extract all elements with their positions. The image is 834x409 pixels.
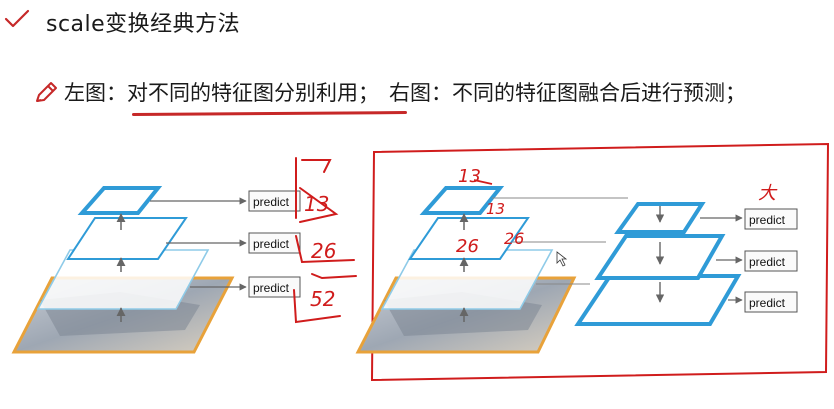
left-predict-box-1: predict <box>248 190 301 212</box>
right-fusion-stack <box>574 202 743 326</box>
predict-label: predict <box>749 255 786 269</box>
section-title: scale变换经典方法 <box>46 12 241 37</box>
left-predict-box-3: predict <box>248 276 301 298</box>
predict-label: predict <box>253 237 290 251</box>
right-annotation-13-side: 13 <box>486 200 505 218</box>
left-predict-boxes: predict predict predict <box>248 190 301 298</box>
subtitle-line: 左图：对不同的特征图分别利用； 右图：不同的特征图融合后进行预测； <box>64 77 746 107</box>
right-annotation-26-left: 26 <box>456 236 479 257</box>
mouse-cursor-icon <box>556 251 568 267</box>
left-annotation-13: 13 <box>304 192 329 216</box>
checkmark-icon <box>4 9 30 28</box>
right-predict-box-3: predict <box>744 291 798 313</box>
right-layer-1 <box>419 186 505 215</box>
fused-layer-3 <box>574 274 742 326</box>
subtitle-left: 左图：对不同的特征图分别利用； <box>64 81 379 105</box>
right-red-frame <box>370 142 830 382</box>
right-layer-2 <box>408 217 530 260</box>
left-annotation-26: 26 <box>311 239 336 263</box>
right-pyramid <box>355 186 628 354</box>
subtitle-right: 右图：不同的特征图融合后进行预测； <box>389 81 746 105</box>
left-predict-box-2: predict <box>248 232 301 254</box>
left-layer-2 <box>66 217 188 260</box>
predict-label: predict <box>253 195 290 209</box>
predict-label: predict <box>749 213 786 227</box>
right-predict-box-2: predict <box>744 250 798 272</box>
right-predict-box-1: predict <box>744 208 798 230</box>
right-predict-boxes: predict predict predict <box>744 208 798 313</box>
right-annotation-13-top: 13 <box>458 166 481 187</box>
pencil-icon <box>36 82 57 102</box>
left-layer-1 <box>77 186 163 215</box>
right-annotation-large: 大 <box>758 183 778 204</box>
predict-label: predict <box>253 281 290 295</box>
left-handwriting <box>293 157 357 324</box>
left-pyramid <box>11 186 247 354</box>
predict-label: predict <box>749 296 786 310</box>
left-annotation-52: 52 <box>310 287 335 311</box>
right-annotation-26-right: 26 <box>504 229 524 248</box>
